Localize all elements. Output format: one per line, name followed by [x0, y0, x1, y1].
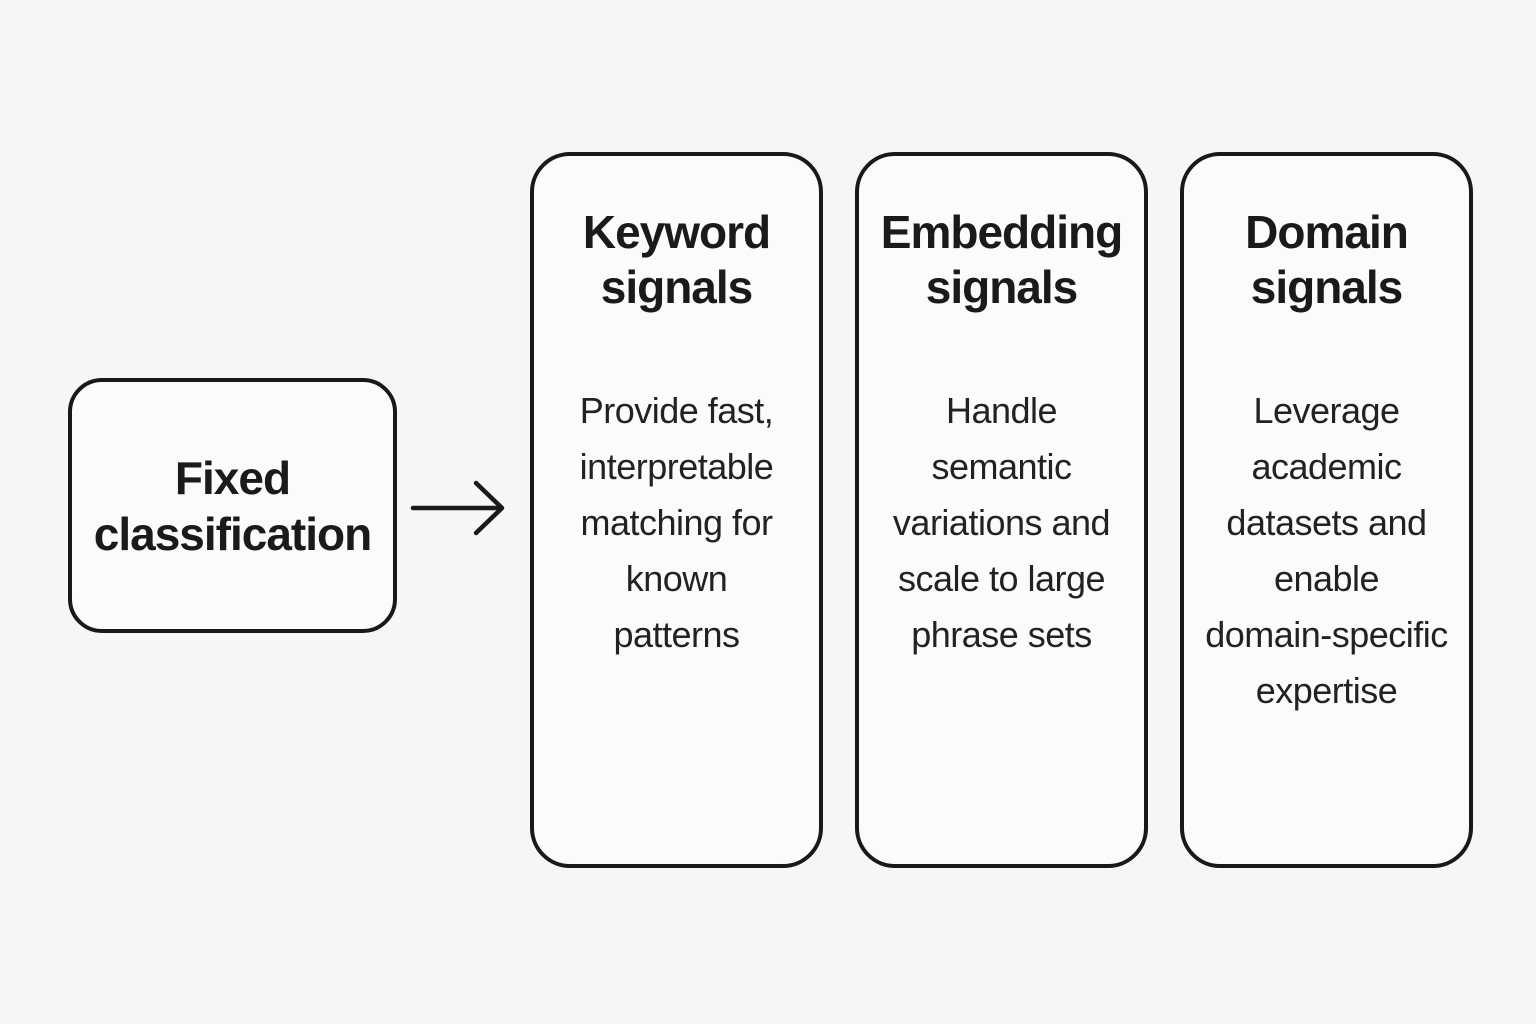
card-embedding-signals: Embedding signals Handle semantic variat…: [855, 152, 1148, 868]
fixed-classification-label: Fixed classification: [93, 451, 372, 560]
card-title: Domain signals: [1245, 206, 1409, 313]
card-title: Keyword signals: [582, 206, 771, 313]
card-body: Handle semantic variations and scale to …: [892, 390, 1111, 655]
card-body: Provide fast, interpretable matching for…: [579, 390, 774, 655]
card-title: Embedding signals: [880, 206, 1123, 313]
card-domain-signals: Domain signals Leverage academic dataset…: [1180, 152, 1473, 868]
fixed-classification-box: Fixed classification: [68, 378, 397, 633]
right-arrow-icon: [410, 480, 505, 536]
card-keyword-signals: Keyword signals Provide fast, interpreta…: [530, 152, 823, 868]
card-body: Leverage academic datasets and enable do…: [1205, 390, 1448, 711]
